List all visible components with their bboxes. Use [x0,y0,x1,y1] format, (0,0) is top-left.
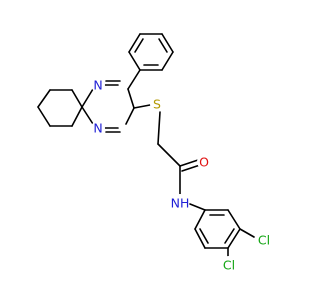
bond [37,106,51,127]
bond [161,51,174,71]
bond [125,107,135,125]
bond [127,88,135,109]
atom-label-o: O [199,155,209,170]
bond [161,33,174,53]
atom-cl1: Cl [255,231,273,249]
bond [181,164,201,172]
bond [189,203,206,211]
atom-label-s: S [153,97,161,112]
bond [71,106,83,127]
bond [81,106,94,125]
bond [128,51,141,71]
bond [239,228,255,238]
atom-label-layer: N N S O NH Cl Cl [91,78,273,274]
bond [133,104,151,109]
atom-label-cl2: Cl [223,258,235,273]
bond [37,89,51,108]
atom-label-n1: N [93,78,102,93]
bond [128,33,141,53]
bond [157,111,161,145]
bond [224,228,235,244]
atom-label-nh: NH [171,196,190,211]
atom-label-n2: N [93,121,102,136]
atom-cl2: Cl [220,256,238,274]
atom-n2: N [91,121,105,136]
molecule-structure: N N S O NH Cl Cl [37,33,273,274]
bond [227,228,241,249]
bond [194,209,206,230]
atom-s: S [150,97,164,112]
bond [158,38,168,53]
bond [199,228,209,244]
bond [81,88,94,108]
atom-label-cl1: Cl [258,233,270,248]
bond [157,143,181,167]
bond [179,159,199,167]
atom-o: O [197,155,211,170]
atom-nh: NH [171,194,190,212]
bond [227,209,241,230]
bond [134,38,144,53]
atom-n1: N [91,78,105,93]
bond [127,69,141,90]
bond [194,228,206,249]
bond-layer [37,33,255,261]
bond [71,89,83,108]
